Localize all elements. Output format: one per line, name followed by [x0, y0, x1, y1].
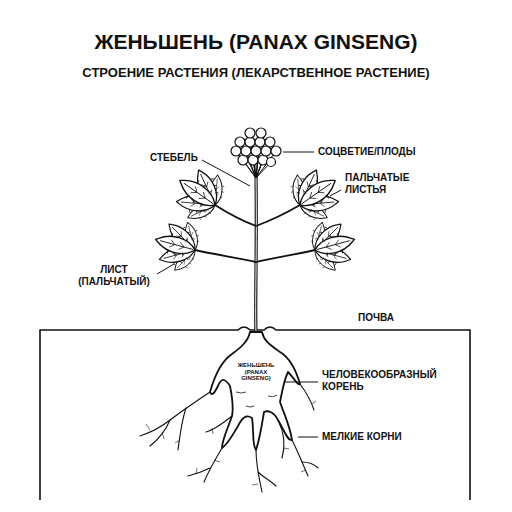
part-label: ЧЕЛОВЕКООБРАЗНЫЙ КОРЕНЬ [322, 369, 452, 392]
diagram-title: ЖЕНЬШЕНЬ (PANAX GINSENG) [94, 30, 417, 54]
part-label: ЛИСТ (ПАЛЬЧАТЫЙ) [72, 264, 156, 287]
subtitle: СТРОЕНИЕ РАСТЕНИЯ (ЛЕКАРСТВЕННОЕ РАСТЕНИ… [82, 66, 429, 81]
part-label: ПОЧВА [358, 312, 394, 324]
part-label: СТЕБЕЛЬ [150, 152, 198, 164]
part-label: ПАЛЬЧАТЫЕ ЛИСТЬЯ [345, 172, 425, 195]
part-label: СОЦВЕТИЕ/ПЛОДЫ [318, 146, 415, 158]
part-label: МЕЛКИЕ КОРНИ [322, 431, 402, 443]
root-inscription: ЖЕНЬШЕНЬ (PANAX GINSENG) [236, 362, 276, 382]
